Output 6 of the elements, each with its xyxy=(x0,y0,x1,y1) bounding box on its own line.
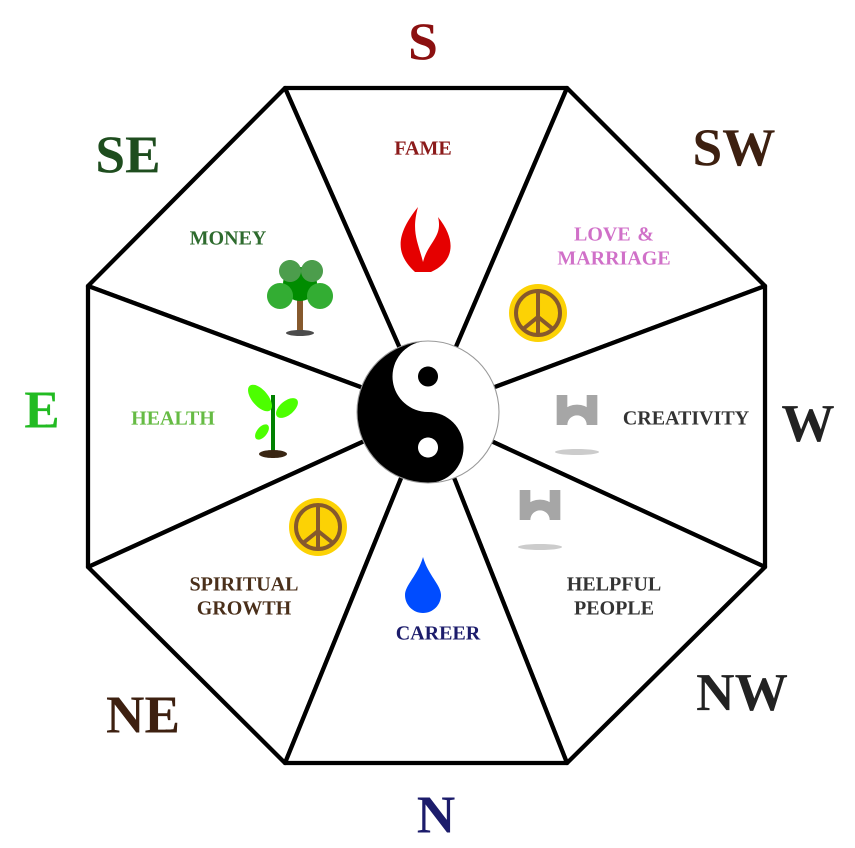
compass-direction: N xyxy=(418,798,455,832)
compass-direction: SE xyxy=(98,137,158,173)
compass-direction: S xyxy=(411,24,436,60)
compass-direction: E xyxy=(25,392,58,428)
compass-direction: NE xyxy=(106,698,178,732)
compass-direction: W xyxy=(782,406,834,442)
